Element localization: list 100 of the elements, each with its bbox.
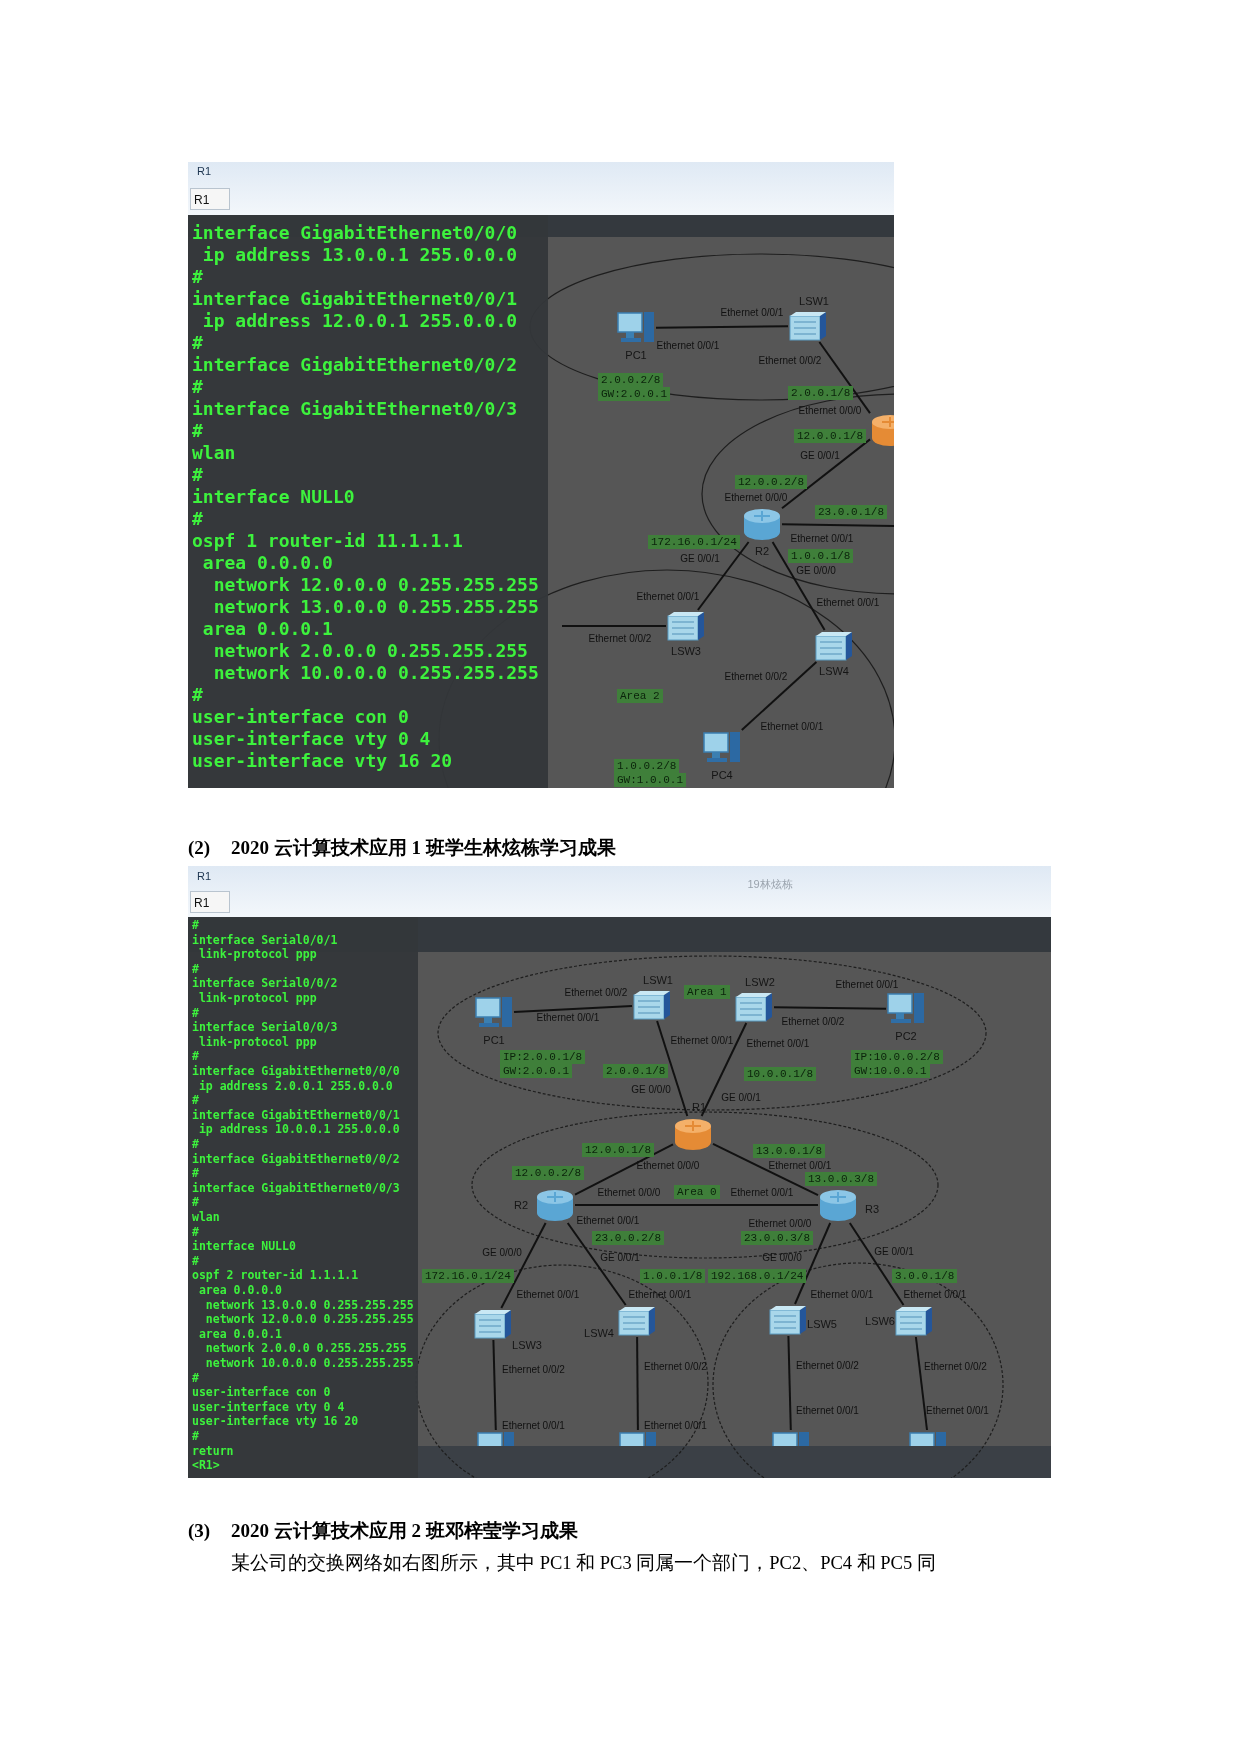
interface-label: Ethernet 0/0/2 (781, 1015, 845, 1027)
config-line: # (192, 1224, 199, 1240)
address-tag: 2.0.0.2/8 (598, 373, 664, 387)
config-line: interface GigabitEthernet0/0/3 (192, 398, 518, 420)
config-line: network 2.0.0.0 0.255.255.255 (204, 1341, 407, 1356)
interface-label: Ethernet 0/0/1 (903, 1288, 967, 1300)
network-link (781, 438, 871, 510)
network-link (500, 1222, 547, 1309)
interface-label: Ethernet 0/0/1 (720, 306, 784, 318)
network-link (794, 1222, 832, 1305)
config-line: interface Serial0/0/2 (192, 976, 338, 991)
network-link (574, 1204, 819, 1206)
interface-label: GE 0/0/1 (680, 552, 720, 564)
interface-label: Ethernet 0/0/1 (502, 1419, 565, 1431)
config-line: interface GigabitEthernet0/0/0 (192, 222, 518, 244)
config-line: ip address 13.0.0.1 255.0.0.0 (201, 244, 518, 266)
interface-label: GE 0/0/1 (721, 1091, 761, 1103)
config-line: user-interface con 0 (192, 706, 409, 728)
address-tag: Area 2 (617, 689, 663, 703)
config-line: # (192, 918, 199, 933)
network-link (787, 1335, 792, 1431)
device-name: LSW3 (512, 1339, 542, 1351)
device-name: LSW2 (745, 976, 775, 988)
address-tag: Area 0 (674, 1185, 720, 1199)
address-tag: 13.0.0.3/8 (805, 1172, 877, 1186)
window-title: R1 (197, 165, 212, 177)
address-tag: 1.0.0.1/8 (788, 549, 854, 563)
config-line: network 13.0.0.0 0.255.255.255 (212, 596, 539, 618)
section-heading: (3) (188, 1520, 211, 1542)
config-line: network 12.0.0.0 0.255.255.255 (204, 1312, 414, 1327)
config-line: # (192, 420, 203, 442)
network-link (712, 1142, 819, 1197)
device-name: LSW5 (807, 1318, 837, 1330)
network-link (848, 1222, 905, 1306)
device-name: PC1 (483, 1034, 505, 1046)
device-name: LSW6 (865, 1315, 895, 1327)
config-line: ospf 1 router-id 11.1.1.1 (192, 530, 463, 552)
config-line: # (192, 332, 203, 354)
address-tag: Area 1 (684, 985, 730, 999)
address-tag: 10.0.0.1/8 (744, 1067, 816, 1081)
device-name: LSW4 (584, 1327, 614, 1339)
interface-label: Ethernet 0/0/2 (724, 670, 788, 682)
address-tag: 2.0.0.1/8 (603, 1064, 669, 1078)
interface-label: Ethernet 0/0/2 (502, 1363, 565, 1375)
app-window (188, 162, 894, 788)
device-name: LSW4 (819, 665, 849, 677)
window-title: R1 (197, 870, 212, 882)
address-tag: 1.0.0.2/8 (614, 759, 680, 773)
body-text: 某公司的交换网络如右图所示，其中 PC1 和 PC3 同属一个部门，PC2、PC4 和 PC5 同 (231, 1551, 936, 1575)
interface-label: Ethernet 0/0/1 (796, 1404, 859, 1416)
network-link (771, 541, 826, 631)
config-line: network 12.0.0.0 0.255.255.255 (212, 574, 539, 596)
address-tag: 23.0.0.1/8 (815, 505, 887, 519)
config-line: area 0.0.0.1 (197, 1326, 282, 1342)
section-heading: 2020 云计算技术应用 1 班学生林炫栋学习成果 (231, 836, 616, 860)
interface-label: Ethernet 0/0/1 (816, 596, 880, 608)
address-tag: GW:2.0.0.1 (500, 1064, 572, 1078)
config-line: network 2.0.0.0 0.255.255.255 (212, 640, 528, 662)
address-tag: 172.16.0.1/24 (648, 535, 740, 549)
config-line: # (192, 1137, 199, 1152)
interface-label: Ethernet 0/0/0 (748, 1217, 812, 1229)
config-line: <R1> (192, 1458, 220, 1473)
device-name: LSW1 (799, 295, 829, 307)
interface-label: Ethernet 0/0/0 (597, 1186, 661, 1198)
config-line: interface Serial0/0/1 (192, 932, 338, 948)
network-link (914, 1336, 928, 1431)
interface-label: Ethernet 0/0/1 (926, 1404, 989, 1416)
config-line: ospf 2 router-id 1.1.1.1 (192, 1268, 359, 1283)
config-line: # (192, 1429, 199, 1444)
interface-label: Ethernet 0/0/2 (644, 1360, 707, 1372)
window-tab: R1 (190, 891, 230, 913)
config-line: # (192, 961, 199, 977)
address-tag: 13.0.0.1/8 (753, 1144, 825, 1158)
device-name: R2 (754, 545, 770, 557)
interface-label: Ethernet 0/0/1 (746, 1037, 810, 1049)
config-line: interface GigabitEthernet0/0/1 (192, 288, 518, 310)
address-tag: 3.0.0.1/8 (892, 1269, 958, 1283)
network-link (740, 661, 818, 731)
config-line: user-interface vty 0 4 (192, 1399, 345, 1415)
section-heading: (2) (188, 837, 211, 859)
config-line: # (192, 1370, 199, 1386)
address-tag: GW:1.0.0.1 (614, 773, 686, 787)
config-line: interface GigabitEthernet0/0/2 (192, 1151, 400, 1167)
device-name: LSW3 (671, 645, 701, 657)
address-tag: 12.0.0.2/8 (512, 1166, 584, 1180)
address-tag: 23.0.0.2/8 (592, 1231, 664, 1245)
network-link (700, 1022, 748, 1117)
address-tag: IP:2.0.0.1/8 (500, 1050, 586, 1064)
config-line: link-protocol ppp (197, 947, 317, 962)
interface-label: Ethernet 0/0/2 (588, 632, 652, 644)
device-name: R2 (513, 1199, 529, 1211)
config-line: interface GigabitEthernet0/0/3 (192, 1180, 400, 1196)
config-line: network 10.0.0.0 0.255.255.255 (212, 662, 539, 684)
config-line: ip address 2.0.0.1 255.0.0.0 (197, 1078, 393, 1094)
config-line: interface Serial0/0/3 (192, 1020, 338, 1035)
address-tag: 12.0.0.1/8 (794, 429, 866, 443)
interface-label: Ethernet 0/0/1 (768, 1159, 832, 1171)
config-line: # (192, 1253, 199, 1269)
interface-label: Ethernet 0/0/1 (576, 1214, 640, 1226)
interface-label: Ethernet 0/0/1 (810, 1288, 874, 1300)
